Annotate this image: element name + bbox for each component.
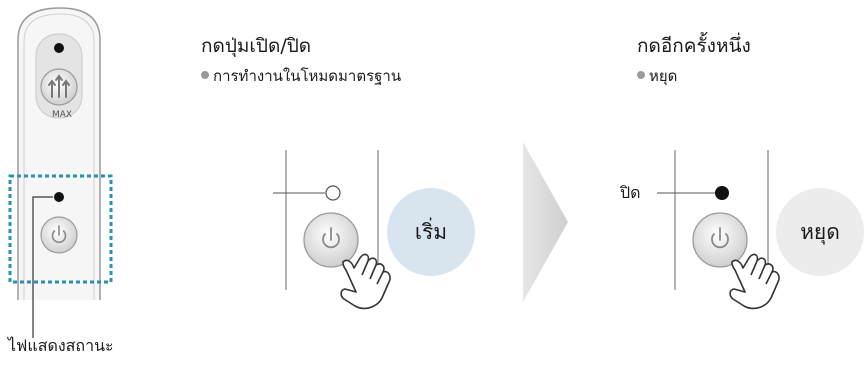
- status-light-caption: ไฟแสดงสถานะ: [8, 336, 114, 355]
- stop-badge-label: หยุด: [800, 219, 840, 244]
- step2-status-light-off: [715, 186, 729, 200]
- step1-status-light-on: [325, 185, 341, 201]
- max-arrows-icon: [48, 74, 70, 98]
- pointing-hand-icon: [729, 253, 780, 310]
- power-icon: [322, 227, 340, 249]
- power-icon: [51, 225, 67, 243]
- step2-panel: [657, 150, 780, 310]
- max-label: MAX: [52, 110, 73, 120]
- remote-control: [17, 7, 101, 300]
- off-caption: ปิด: [620, 183, 641, 202]
- next-step-arrow: [523, 142, 568, 302]
- step2-bullet-text: หยุด: [649, 67, 678, 85]
- status-light-leader-line: [32, 196, 53, 338]
- step1-bullet-text: การทำงานในโหมดมาตรฐาน: [213, 67, 402, 85]
- top-indicator-light: [54, 43, 64, 53]
- step1-panel: [273, 150, 391, 310]
- status-light: [54, 192, 64, 202]
- pointing-hand-icon: [340, 253, 391, 310]
- stop-badge: หยุด: [776, 188, 864, 276]
- step1-heading: กดปุ่มเปิด/ปิด: [201, 35, 312, 57]
- status-light-highlight: [8, 174, 113, 284]
- bullet-dot: [637, 71, 645, 79]
- start-badge-label: เริ่ม: [414, 219, 448, 244]
- step2-bullet: หยุด: [637, 64, 677, 88]
- step1-bullet: การทำงานในโหมดมาตรฐาน: [201, 64, 401, 88]
- bullet-dot: [201, 71, 209, 79]
- power-icon: [711, 227, 729, 249]
- step2-heading: กดอีกครั้งหนึ่ง: [637, 35, 751, 57]
- start-badge: เริ่ม: [387, 188, 475, 276]
